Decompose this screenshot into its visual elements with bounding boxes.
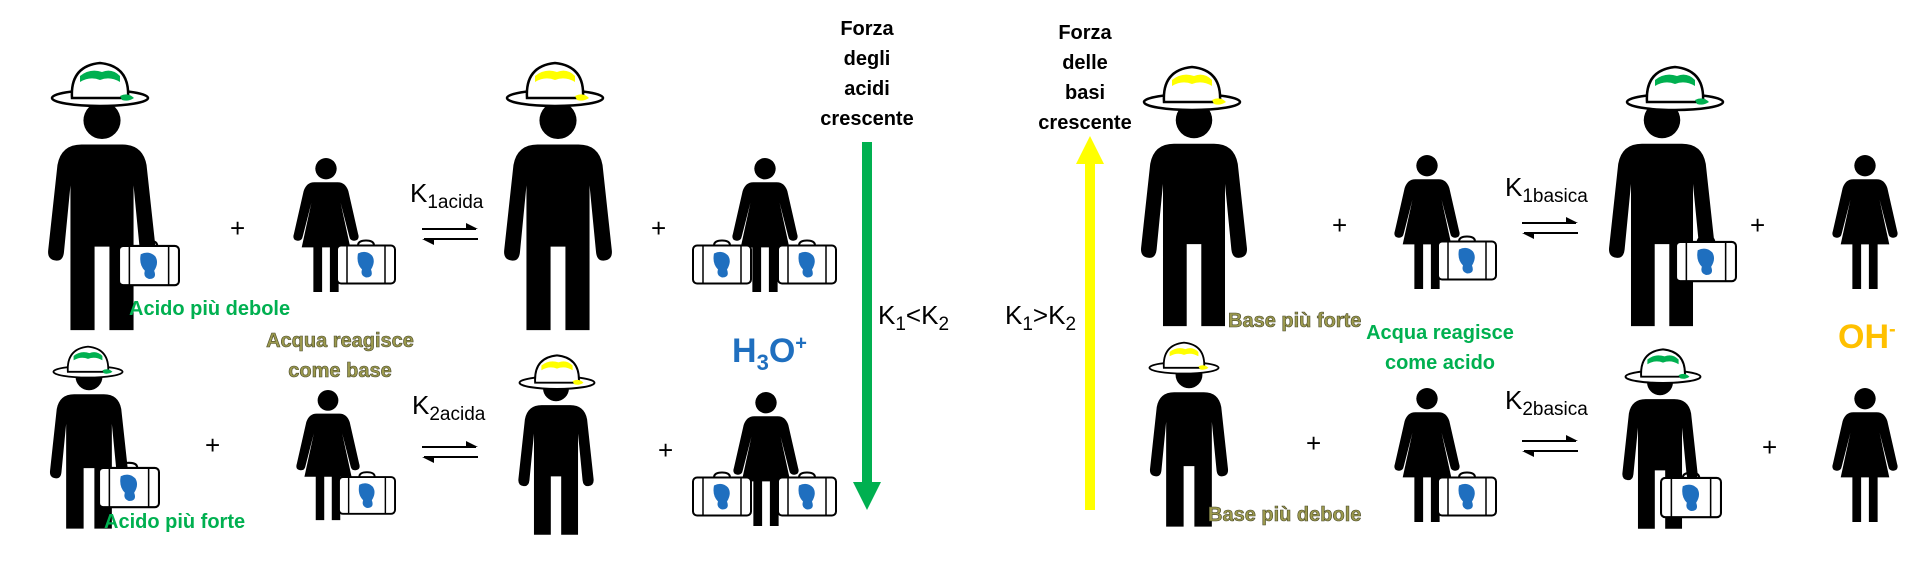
woman-icon: [1832, 388, 1898, 523]
suitcase-icon: [1437, 471, 1497, 517]
suitcase-icon: [1660, 471, 1722, 519]
man-icon: [1141, 101, 1247, 327]
acid-strength-arrowhead: [853, 482, 881, 510]
man-icon: [48, 101, 156, 331]
man-icon: [518, 375, 594, 535]
acid-strength-title: Forza degli acidi crescente: [820, 18, 914, 130]
strong-acid-label: Acido più forte: [104, 511, 246, 533]
base-k-relation: K1>K2: [1005, 300, 1077, 335]
suitcase-icon: [1675, 235, 1737, 283]
plus-sign: +: [205, 430, 221, 460]
k2-acid-label: K2acida: [412, 390, 486, 425]
weak-acid-label: Acido più debole: [129, 298, 291, 320]
water-as-acid-label: Acqua reagisce come acido: [1366, 322, 1514, 374]
strong-base-label: Base più forte: [1228, 310, 1362, 333]
hat-icon: [1624, 348, 1702, 385]
man-icon: [504, 101, 612, 331]
equilibrium-arrows-icon: [421, 222, 479, 246]
k1-base-label: K1basica: [1505, 172, 1588, 207]
hat-icon: [1625, 65, 1725, 112]
hydronium-ion-label: H3O+: [732, 332, 807, 375]
suitcase-icon: [692, 239, 752, 285]
plus-sign: +: [1306, 428, 1322, 458]
hat-icon: [52, 345, 124, 379]
suitcase-icon: [692, 471, 752, 517]
suitcase-icon: [777, 239, 837, 285]
hat-icon: [50, 61, 150, 108]
hat-icon: [1148, 341, 1220, 375]
k1-acid-label: K1acida: [410, 178, 484, 213]
suitcase-icon: [336, 239, 396, 285]
plus-sign: +: [1762, 432, 1778, 462]
suitcase-icon: [777, 471, 837, 517]
hydroxide-ion-label: OH-: [1838, 318, 1896, 356]
hat-icon: [518, 354, 596, 391]
plus-sign: +: [1750, 210, 1766, 240]
plus-sign: +: [230, 213, 246, 243]
base-strength-title: Forza delle basi crescente: [1038, 22, 1132, 134]
suitcase-icon: [118, 239, 180, 287]
k2-base-label: K2basica: [1505, 385, 1588, 420]
base-strength-arrowhead: [1076, 136, 1104, 164]
plus-sign: +: [658, 435, 674, 465]
suitcase-icon: [338, 471, 396, 515]
plus-sign: +: [651, 213, 667, 243]
suitcase-icon: [1437, 235, 1497, 281]
water-as-base-label: Acqua reagisce come base: [266, 330, 414, 383]
equilibrium-arrows-icon: [1521, 216, 1579, 240]
plus-sign: +: [1332, 210, 1348, 240]
hat-icon: [1142, 65, 1242, 112]
weak-base-label: Base più debole: [1208, 504, 1362, 527]
equilibrium-arrows-icon: [1521, 434, 1579, 458]
hat-icon: [505, 61, 605, 108]
equilibrium-arrows-icon: [421, 440, 479, 464]
suitcase-icon: [98, 461, 160, 509]
man-icon: [1609, 101, 1715, 327]
woman-icon: [1832, 155, 1898, 290]
acid-k-relation: K1<K2: [878, 300, 950, 335]
